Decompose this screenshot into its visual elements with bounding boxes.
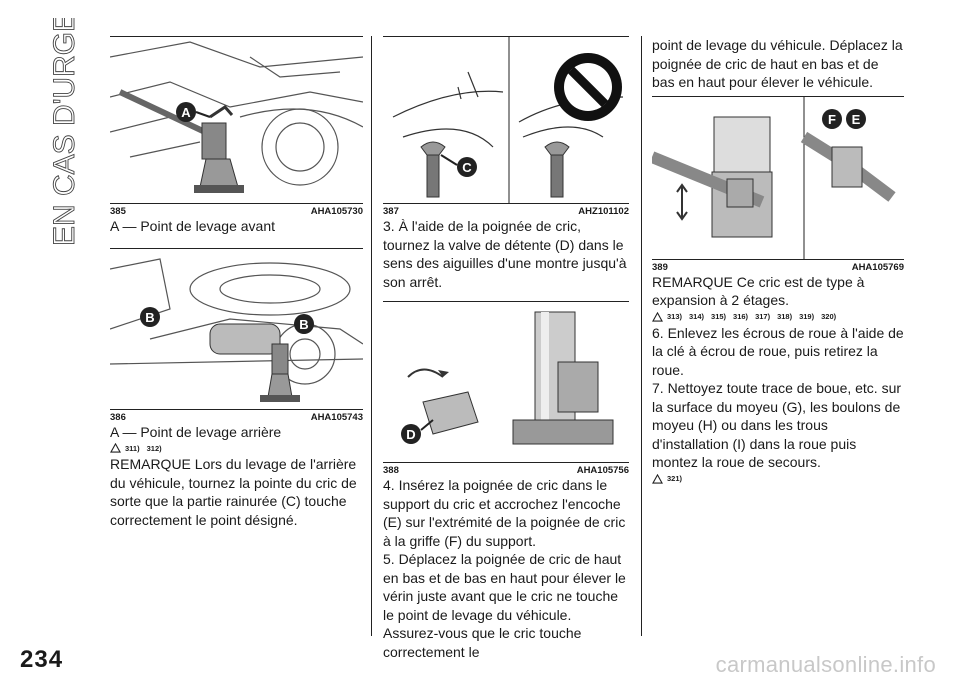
remark-paragraph: REMARQUE Ce cric est de type à expansion… [652,273,865,309]
step-5-continued: point de levage du véhicule. Déplacez la… [652,37,903,90]
svg-text:A: A [181,105,191,120]
callout-B [140,306,160,327]
column-divider [641,36,642,636]
figure-388: D [383,301,629,463]
warning-triangle-icon [652,311,663,322]
watermark: carmanualsonline.info [715,652,936,677]
warning-triangle-icon [652,473,663,484]
svg-text:C: C [462,160,472,175]
callout-F [822,108,842,129]
figure-389: F E [652,95,904,260]
callout-C [457,157,477,177]
warning-triangle-icon [110,443,121,453]
svg-text:D: D [406,427,415,442]
figure-385: A [110,36,363,204]
warning-references: 321) [652,473,904,484]
callout-D [401,424,421,444]
page-number: 234 [20,646,64,673]
step-4: 4. Insérez la poignée de cric dans le su… [383,477,626,549]
svg-text:B: B [299,317,308,332]
callout-E [846,108,866,129]
column-divider [371,36,372,636]
figure-386: B B [110,247,363,410]
section-title: EN CAS D'URGENCE [42,18,82,248]
warning-references: 311)312) [110,443,363,453]
step-3: 3. À l'aide de la poignée de cric, tourn… [383,218,627,290]
remark-paragraph: REMARQUE Lors du levage de l'arrière du … [110,456,357,528]
warning-references: 313)314)315)316)317)318)319)320) [652,311,904,322]
callout-A [176,102,196,122]
section-title-text: EN CAS D'URGENCE [48,18,81,246]
svg-text:B: B [145,310,154,325]
figure-387: C [383,36,629,204]
callout-B [294,313,314,334]
figure-caption: A — Point de levage avant [110,218,275,234]
step-5: 5. Déplacez la poignée de cric de haut e… [383,551,626,660]
step-7: 7. Nettoyez toute trace de boue, etc. su… [652,380,902,470]
svg-text:E: E [852,112,861,127]
svg-text:F: F [828,112,836,127]
figure-caption: A — Point de levage arrière [110,423,282,440]
step-6: 6. Enlevez les écrous de roue à l'aide d… [652,324,904,378]
column-3: point de levage du véhicule. Déplacez la… [652,36,904,486]
